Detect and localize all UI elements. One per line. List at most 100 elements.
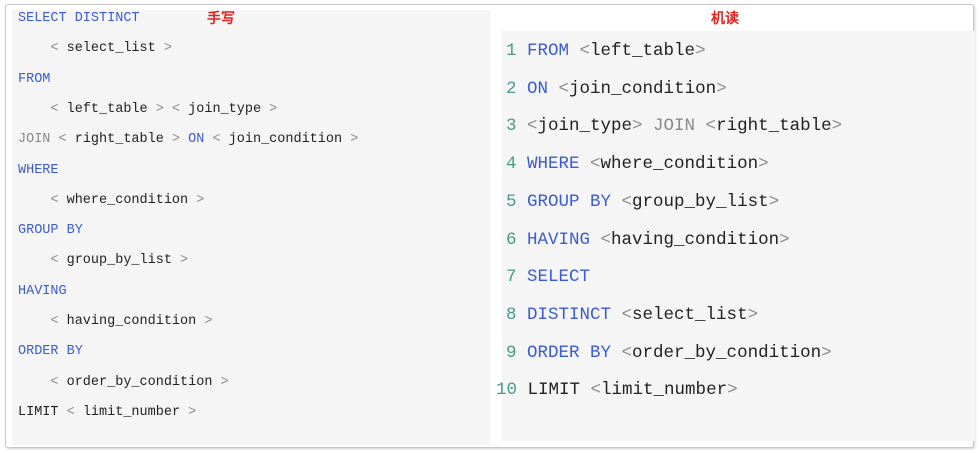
sql-punctuation: < (204, 132, 229, 148)
sql-keyword: SELECT DISTINCT (18, 11, 140, 26)
machine-read-code-panel (502, 31, 975, 441)
machine-read-code-line: 10 LIMIT <limit_number> (496, 379, 738, 401)
machine-read-code-line: 1 FROM <left_table> (506, 40, 706, 62)
line-number: 7 (506, 267, 528, 288)
handwritten-code-line: LIMIT < limit_number > (18, 404, 196, 422)
handwritten-code-line: < having_condition > (18, 313, 212, 331)
sql-punctuation: > (727, 380, 738, 401)
sql-keyword: ON (188, 132, 205, 148)
sql-punctuation: < (58, 404, 83, 420)
sql-keyword: HAVING (527, 229, 591, 250)
sql-punctuation: < (50, 374, 67, 390)
line-number: 2 (506, 78, 528, 99)
figure-frame (5, 4, 975, 448)
sql-punctuation: < (50, 314, 67, 329)
sql-punctuation: > (768, 191, 780, 212)
sql-punctuation: > (821, 342, 832, 363)
sql-punctuation: < (50, 253, 67, 269)
handwritten-code-line: HAVING (18, 283, 67, 301)
sql-identifier: select_list (632, 304, 748, 325)
sql-identifier: limit_number (82, 404, 181, 420)
sql-identifier: order_by_condition (66, 374, 213, 390)
sql-punctuation: > (180, 404, 197, 420)
line-number: 9 (506, 342, 528, 363)
sql-keyword: WHERE (18, 162, 59, 178)
sql-identifier: right_table (74, 132, 164, 148)
sql-identifier: where_condition (66, 192, 189, 208)
sql-identifier: join_condition (569, 78, 717, 99)
sql-punctuation: < (611, 191, 633, 212)
line-number: 5 (506, 191, 528, 212)
sql-identifier: having_condition (66, 314, 197, 329)
sql-punctuation: > JOIN < (632, 116, 717, 137)
sql-keyword: ON (527, 78, 549, 99)
sql-identifier: right_table (716, 116, 832, 137)
sql-punctuation: < (611, 342, 633, 363)
sql-punctuation: > (758, 154, 769, 175)
line-number: 6 (506, 229, 528, 250)
sql-identifier: LIMIT (18, 404, 59, 420)
sql-punctuation: < (569, 41, 591, 61)
sql-keyword: WHERE (527, 154, 580, 175)
sql-punctuation: > (155, 41, 172, 57)
sql-keyword: DISTINCT (527, 304, 612, 325)
sql-identifier: join_type (537, 116, 633, 137)
line-number: 3 (506, 116, 528, 137)
sql-keyword: FROM (18, 71, 51, 87)
sql-identifier: group_by_list (66, 253, 172, 269)
handwritten-code-line: < left_table > < join_type > (18, 101, 277, 119)
sql-keyword: FROM (527, 41, 570, 61)
line-number: 1 (506, 41, 528, 61)
sql-punctuation: < (611, 304, 633, 325)
sql-punctuation: < (527, 116, 538, 137)
sql-punctuation: < (580, 380, 602, 401)
sql-identifier: order_by_condition (632, 342, 822, 363)
sql-punctuation: > (188, 192, 205, 208)
sql-punctuation: > (163, 132, 189, 148)
sql-punctuation: > (747, 304, 759, 325)
handwritten-code-line: < select_list > (18, 40, 172, 58)
machine-read-code-line: 7 SELECT (506, 266, 590, 288)
handwritten-code-line: SELECT DISTINCT (18, 10, 140, 28)
sql-punctuation: > (212, 374, 229, 390)
sql-punctuation: < (579, 154, 601, 175)
sql-punctuation: > < (147, 101, 189, 117)
sql-punctuation: JOIN < (18, 132, 75, 148)
sql-keyword: HAVING (18, 283, 67, 299)
sql-keyword: ORDER BY (18, 344, 83, 360)
line-number: 4 (506, 154, 528, 175)
sql-identifier: join_type (188, 101, 262, 117)
handwritten-code-line: WHERE (18, 162, 59, 180)
machine-read-code-line: 5 GROUP BY <group_by_list> (506, 191, 779, 213)
machine-read-title: 机读 (711, 11, 739, 27)
handwritten-code-line: ORDER BY (18, 343, 83, 361)
sql-keyword: GROUP BY (527, 191, 612, 212)
machine-read-code-line: 3 <join_type> JOIN <right_table> (506, 115, 842, 137)
sql-punctuation: > (196, 314, 213, 329)
sql-punctuation: < (50, 101, 67, 117)
handwritten-code-line: JOIN < right_table > ON < join_condition… (18, 131, 358, 149)
sql-punctuation: > (779, 229, 790, 250)
machine-read-code-line: 2 ON <join_condition> (506, 78, 727, 100)
sql-identifier: limit_number (601, 380, 728, 401)
sql-identifier: having_condition (611, 229, 780, 250)
sql-punctuation: < (590, 229, 612, 250)
machine-read-code-line: 9 ORDER BY <order_by_condition> (506, 342, 832, 364)
handwritten-title: 手写 (207, 11, 235, 27)
sql-punctuation: < (50, 41, 67, 57)
sql-identifier: where_condition (600, 154, 759, 175)
handwritten-code-panel (12, 10, 490, 445)
machine-read-code-line: 4 WHERE <where_condition> (506, 153, 769, 175)
sql-identifier: select_list (66, 41, 156, 57)
line-number: 10 (496, 380, 528, 401)
handwritten-code-line: < order_by_condition > (18, 374, 229, 392)
handwritten-code-line: < group_by_list > (18, 252, 188, 270)
sql-punctuation: > (716, 78, 727, 99)
handwritten-code-line: GROUP BY (18, 222, 83, 240)
sql-identifier: left_table (590, 41, 696, 61)
machine-read-code-line: 6 HAVING <having_condition> (506, 229, 790, 251)
handwritten-code-line: FROM (18, 71, 50, 89)
sql-identifier: group_by_list (632, 191, 769, 212)
sql-identifier: join_condition (228, 132, 343, 148)
sql-punctuation: < (50, 192, 67, 208)
